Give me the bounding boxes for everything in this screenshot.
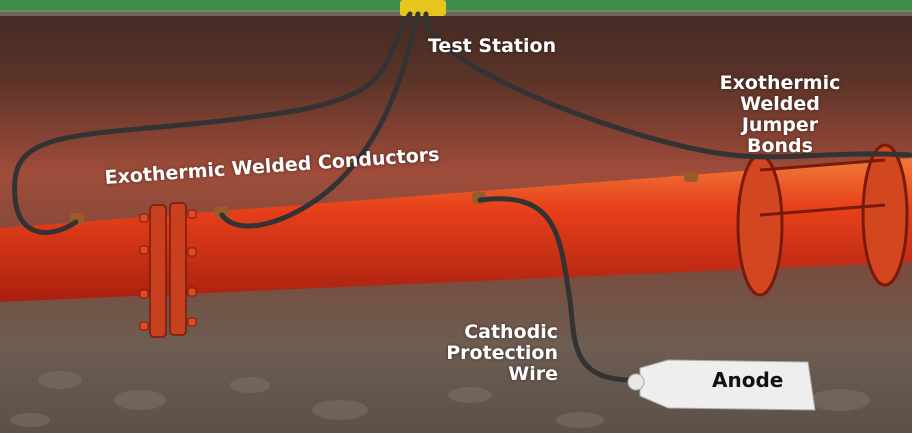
- label-line: Wire: [508, 363, 558, 385]
- anode: [627, 359, 816, 411]
- jumper-bonds-label: Exothermic Welded Jumper Bonds: [705, 73, 855, 157]
- label-line: Bonds: [747, 135, 813, 157]
- flange: [149, 202, 187, 338]
- test-station-post: [400, 0, 446, 16]
- pipe: [0, 158, 912, 302]
- test-station-label: Test Station: [428, 35, 557, 57]
- anode-label: Anode: [712, 368, 784, 392]
- stones: [10, 371, 870, 428]
- label-line: Protection: [446, 342, 558, 364]
- label-line: Cathodic: [464, 321, 558, 343]
- label-line: Welded Jumper: [740, 93, 820, 136]
- wires: [12, 11, 912, 383]
- cp-wire-label: Cathodic Protection Wire: [440, 322, 558, 385]
- jumper-sleeve: [736, 143, 909, 297]
- grass-strip: [0, 0, 912, 12]
- label-line: Exothermic: [719, 72, 841, 94]
